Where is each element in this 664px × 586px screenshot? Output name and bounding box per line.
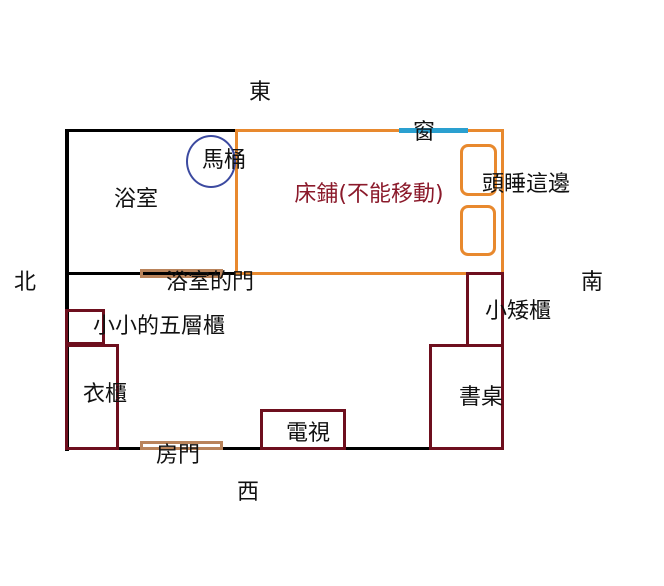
bed [235, 129, 504, 275]
desk-label: 書桌 [458, 385, 504, 410]
bathroom-door-label: 浴室的門 [165, 270, 255, 295]
pillow [460, 205, 496, 256]
pillow [460, 144, 497, 196]
wardrobe [65, 344, 119, 450]
five-tier-cabinet [65, 309, 105, 345]
head-side-label: 頭睡這邊 [481, 172, 571, 197]
bathroom-wall [65, 272, 237, 275]
desk [429, 344, 504, 450]
five-tier-cabinet-label: 小小的五層櫃 [92, 314, 226, 339]
tv [260, 409, 346, 450]
bathroom-label: 浴室 [113, 187, 159, 212]
low-cabinet-label: 小矮櫃 [484, 299, 552, 324]
room-door-label: 房門 [155, 443, 201, 468]
direction-south: 南 [580, 270, 604, 295]
direction-west: 西 [236, 480, 260, 505]
window-label: 窗 [412, 120, 436, 145]
toilet [186, 135, 236, 188]
wardrobe-label: 衣櫃 [82, 382, 128, 407]
wall-top [65, 129, 237, 132]
room-door [140, 441, 223, 450]
wall-north-side [65, 129, 69, 451]
direction-north: 北 [13, 270, 37, 295]
direction-east: 東 [248, 80, 272, 105]
window [399, 128, 468, 133]
toilet-label: 馬桶 [201, 148, 247, 173]
tv-label: 電視 [285, 421, 331, 446]
bathroom-door [140, 269, 223, 278]
bed-label: 床鋪(不能移動) [294, 182, 444, 207]
